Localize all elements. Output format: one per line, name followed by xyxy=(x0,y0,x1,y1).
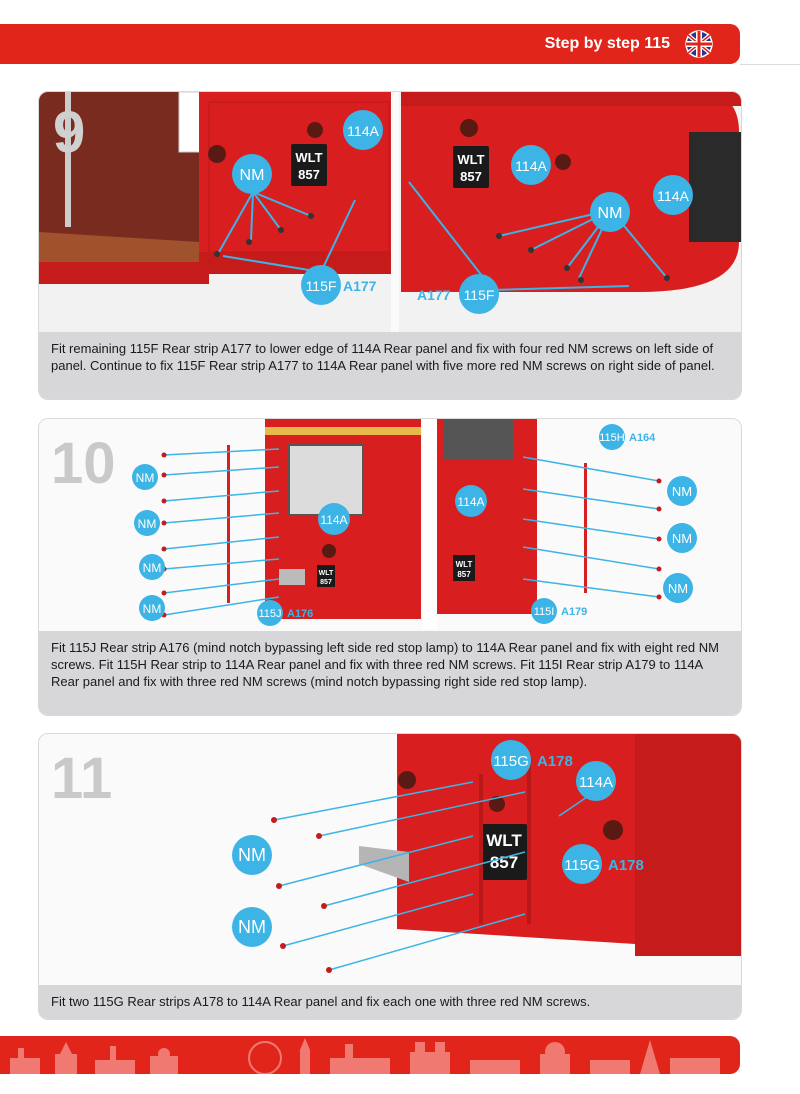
page-footer xyxy=(0,1036,740,1074)
callout-nm-4: NM xyxy=(143,602,162,616)
nm-callouts-left: NM NM NM NM xyxy=(132,464,165,621)
step-10: WLT 857 WLT 857 NM xyxy=(38,418,742,716)
callout-nm-7: NM xyxy=(668,581,688,596)
plate-text-2: 857 xyxy=(490,853,518,872)
callout-nm-right: NM xyxy=(598,205,623,222)
step-9-illustration: WLT 857 WLT 857 NM 114A xyxy=(39,92,741,332)
step-caption: Fit 115J Rear strip A176 (mind notch byp… xyxy=(39,631,741,715)
callout-115f-right: 115F xyxy=(464,287,495,303)
uk-flag-icon xyxy=(685,30,713,58)
plate-text-2: 857 xyxy=(298,167,320,182)
callout-114a-right-1: 114A xyxy=(515,158,547,174)
plate-text-4: 857 xyxy=(460,169,482,184)
part-a164: A164 xyxy=(629,432,656,444)
part-a178-bottom: A178 xyxy=(608,857,644,874)
step-caption: Fit remaining 115F Rear strip A177 to lo… xyxy=(39,332,741,399)
callout-115i: 115I xyxy=(534,606,555,618)
callout-nm-3: NM xyxy=(143,561,162,575)
part-a177-left: A177 xyxy=(343,278,377,294)
callout-nm-2: NM xyxy=(138,517,157,531)
callout-nm-1: NM xyxy=(238,845,266,865)
step-11-illustration: WLT 857 NM NM 115G A178 114A 115G A178 xyxy=(39,734,741,984)
callout-114a: 114A xyxy=(579,774,613,791)
step-9: WLT 857 WLT 857 NM 114A xyxy=(38,91,742,400)
callout-115f-left: 115F xyxy=(306,278,337,294)
part-a177-right: A177 xyxy=(417,287,451,303)
nm-callouts-right: NM NM NM xyxy=(663,476,697,603)
callout-115g-bottom: 115G xyxy=(564,857,600,874)
plate-text-1: WLT xyxy=(486,831,522,850)
step-caption: Fit two 115G Rear strips A178 to 114A Re… xyxy=(39,985,741,1019)
callout-nm-2: NM xyxy=(238,917,266,937)
callout-115g-top: 115G xyxy=(493,753,529,770)
callout-nm-5: NM xyxy=(672,484,692,499)
step-10-illustration: WLT 857 WLT 857 NM xyxy=(39,419,741,629)
callout-nm-left: NM xyxy=(240,167,265,184)
plate-text-2: 857 xyxy=(320,579,332,586)
plate-text-1: WLT xyxy=(295,150,322,165)
step-number: 9 xyxy=(53,100,85,165)
plate-text-1: WLT xyxy=(319,570,334,577)
part-a178-top: A178 xyxy=(537,753,573,770)
callout-nm-6: NM xyxy=(672,531,692,546)
callout-114a-right: 114A xyxy=(457,495,484,509)
header-rule xyxy=(740,64,800,65)
plate-text-3: WLT xyxy=(456,560,473,569)
part-a176: A176 xyxy=(287,608,313,620)
step-number: 11 xyxy=(51,746,112,811)
callout-nm-1: NM xyxy=(136,471,155,485)
callout-114a-left: 114A xyxy=(320,513,347,527)
plate-text-4: 857 xyxy=(457,570,471,579)
plate-text-3: WLT xyxy=(457,152,484,167)
london-skyline-icon xyxy=(10,1038,720,1074)
part-a179: A179 xyxy=(561,606,587,618)
step-11: WLT 857 NM NM 115G A178 114A 115G A178 xyxy=(38,733,742,1020)
callout-115j: 115J xyxy=(258,608,281,620)
step-number: 10 xyxy=(51,431,116,496)
callout-114a-left: 114A xyxy=(347,123,379,139)
callout-115h: 115H xyxy=(599,432,625,444)
page-header: Step by step 115 xyxy=(0,24,740,64)
callout-114a-right-2: 114A xyxy=(657,188,689,204)
page-title: Step by step 115 xyxy=(544,35,670,52)
